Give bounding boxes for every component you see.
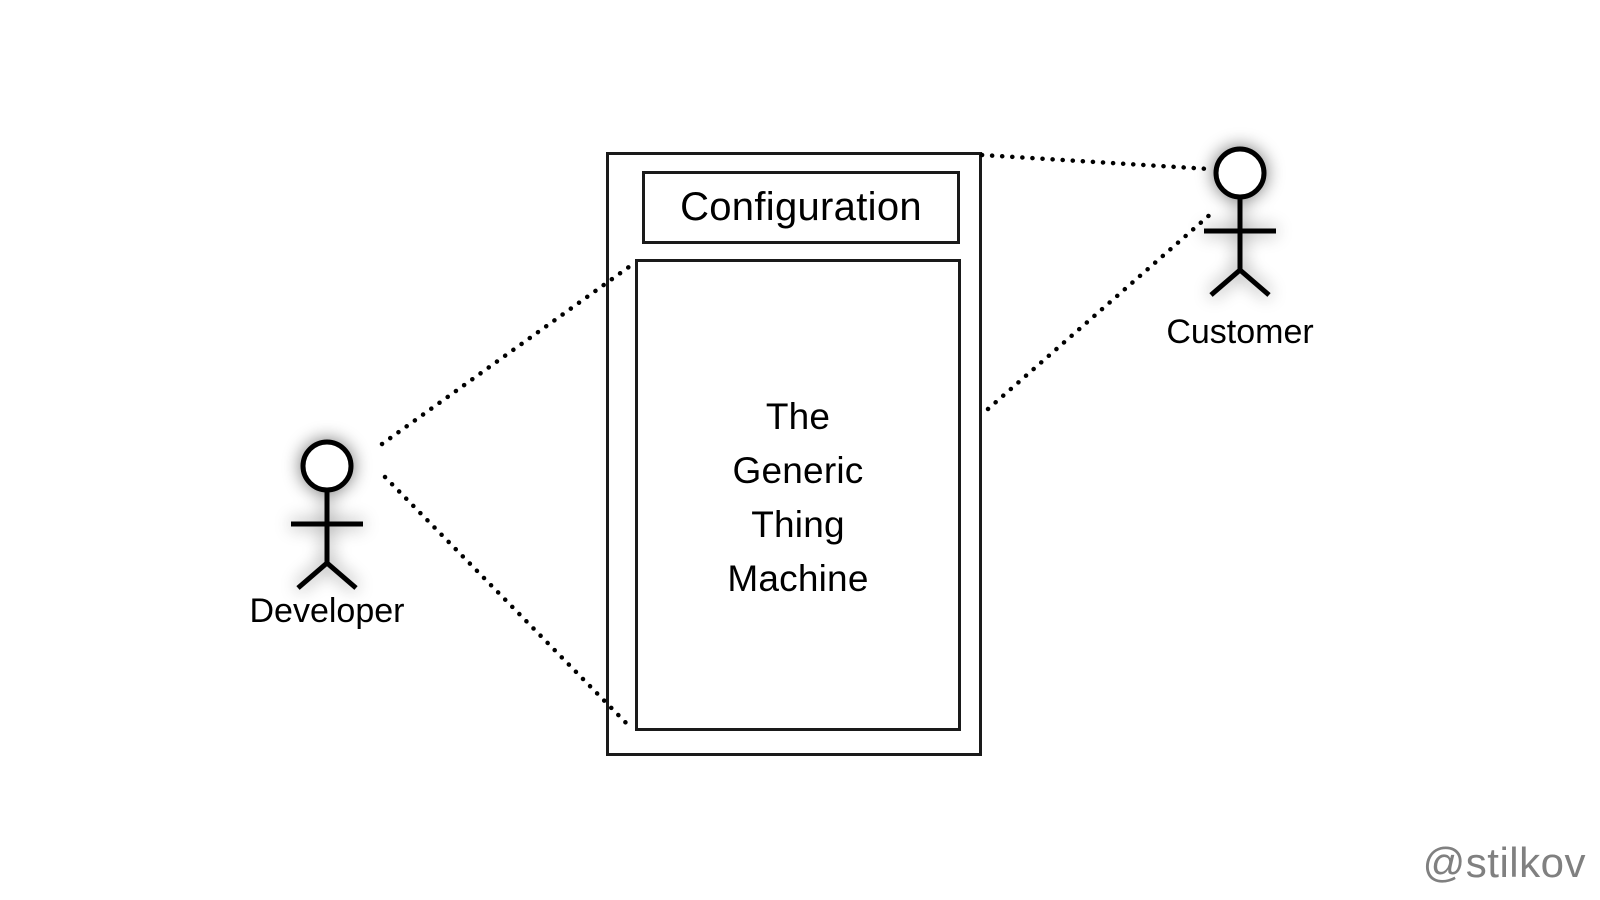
machine-label: The Generic Thing Machine (727, 396, 869, 599)
connector-developer-to-machine (382, 474, 635, 732)
connector-customer-to-system-side (985, 209, 1216, 412)
developer-head-icon (300, 439, 354, 493)
developer-leg-left (296, 561, 329, 590)
connector-developer-to-configuration (379, 261, 636, 447)
customer-head-icon (1213, 146, 1267, 200)
developer-leg-right (325, 561, 358, 590)
actor-label-customer: Customer (1166, 313, 1314, 351)
configuration-box[interactable] (642, 171, 960, 244)
connector-layer (379, 152, 1216, 732)
actor-label-developer: Developer (249, 592, 405, 630)
machine-box[interactable] (635, 259, 961, 731)
watermark: @stilkov (1422, 839, 1586, 886)
connector-customer-to-system-top (979, 152, 1212, 172)
actor-developer[interactable] (291, 439, 363, 590)
actor-customer[interactable] (1204, 146, 1276, 297)
configuration-label: Configuration (680, 185, 922, 229)
customer-leg-left (1209, 268, 1242, 297)
customer-leg-right (1238, 268, 1271, 297)
